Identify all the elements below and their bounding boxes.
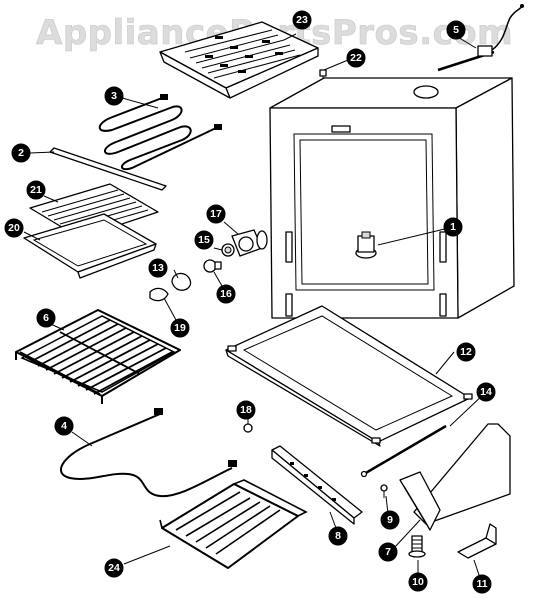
callout-3[interactable]: 3 bbox=[104, 86, 124, 106]
callout-10-label: 10 bbox=[412, 576, 424, 588]
callout-2-label: 2 bbox=[18, 147, 24, 159]
part-19-clip[interactable] bbox=[149, 287, 169, 302]
part-24-rack[interactable] bbox=[159, 479, 308, 569]
callout-21[interactable]: 21 bbox=[26, 180, 46, 200]
part-7-side-bracket[interactable] bbox=[399, 423, 511, 531]
callout-11-label: 11 bbox=[476, 578, 487, 590]
callout-9[interactable]: 9 bbox=[380, 510, 400, 530]
part-16-light-bulb[interactable] bbox=[203, 259, 222, 273]
callout-20-label: 20 bbox=[8, 222, 20, 234]
callout-12-label: 12 bbox=[460, 346, 472, 358]
callout-7-label: 7 bbox=[385, 546, 391, 558]
callout-24[interactable]: 24 bbox=[104, 558, 124, 578]
callout-18-label: 18 bbox=[240, 404, 252, 416]
callout-13[interactable]: 13 bbox=[148, 258, 168, 278]
callout-19[interactable]: 19 bbox=[170, 318, 190, 338]
callout-17[interactable]: 17 bbox=[206, 204, 226, 224]
callout-11[interactable]: 11 bbox=[472, 574, 492, 594]
part-17-light-housing[interactable] bbox=[231, 229, 268, 257]
callout-16-label: 16 bbox=[220, 288, 232, 300]
callout-17-label: 17 bbox=[210, 208, 222, 220]
callout-21-label: 21 bbox=[30, 184, 42, 196]
callout-23-label: 23 bbox=[296, 14, 308, 26]
part-2-bracket[interactable] bbox=[49, 147, 167, 191]
callout-1-label: 1 bbox=[450, 221, 456, 233]
callout-4-label: 4 bbox=[61, 420, 67, 432]
callout-6-label: 6 bbox=[43, 312, 49, 324]
callout-22-label: 22 bbox=[350, 52, 362, 64]
part-10-leveling-leg[interactable] bbox=[408, 535, 426, 558]
callout-5[interactable]: 5 bbox=[446, 20, 466, 40]
part-14-rod[interactable] bbox=[360, 424, 447, 478]
oven-cavity bbox=[269, 77, 515, 319]
callout-13-label: 13 bbox=[152, 262, 164, 274]
callout-4[interactable]: 4 bbox=[54, 416, 74, 436]
callout-14[interactable]: 14 bbox=[476, 382, 496, 402]
part-4-bake-element[interactable] bbox=[59, 408, 237, 498]
part-9-screw[interactable] bbox=[380, 484, 388, 498]
callout-8[interactable]: 8 bbox=[328, 526, 348, 546]
part-8-trim-bracket[interactable] bbox=[271, 445, 363, 525]
callout-2[interactable]: 2 bbox=[11, 143, 31, 163]
callout-9-label: 9 bbox=[387, 514, 393, 526]
callout-22[interactable]: 22 bbox=[346, 48, 366, 68]
part-15-lamp-socket[interactable] bbox=[221, 243, 235, 257]
callout-3-label: 3 bbox=[111, 90, 117, 102]
callout-1[interactable]: 1 bbox=[443, 217, 463, 237]
callout-24-label: 24 bbox=[108, 562, 120, 574]
part-23-broil-shield[interactable] bbox=[159, 21, 319, 99]
part-1-terminal-block[interactable] bbox=[355, 231, 377, 259]
callout-18[interactable]: 18 bbox=[236, 400, 256, 420]
callout-19-label: 19 bbox=[174, 322, 186, 334]
callout-8-label: 8 bbox=[335, 530, 341, 542]
callout-15-label: 15 bbox=[198, 234, 210, 246]
callout-20[interactable]: 20 bbox=[4, 218, 24, 238]
part-3-broil-element[interactable] bbox=[98, 94, 222, 171]
callout-14-label: 14 bbox=[480, 386, 492, 398]
part-18-nut[interactable] bbox=[243, 423, 253, 433]
part-11-anti-tip-bracket[interactable] bbox=[457, 523, 497, 559]
callout-15[interactable]: 15 bbox=[194, 230, 214, 250]
part-5-oven-sensor[interactable] bbox=[437, 4, 524, 72]
part-13-lens-cover[interactable] bbox=[171, 272, 192, 291]
callout-12[interactable]: 12 bbox=[456, 342, 476, 362]
callout-16[interactable]: 16 bbox=[216, 284, 236, 304]
callout-23[interactable]: 23 bbox=[292, 10, 312, 30]
callout-5-label: 5 bbox=[453, 24, 459, 36]
callout-10[interactable]: 10 bbox=[408, 572, 428, 592]
callout-6[interactable]: 6 bbox=[36, 308, 56, 328]
callout-7[interactable]: 7 bbox=[378, 542, 398, 562]
part-6-oven-rack[interactable] bbox=[15, 309, 181, 404]
part-20-broil-pan[interactable] bbox=[23, 213, 157, 279]
part-12-oven-bottom[interactable] bbox=[225, 305, 473, 447]
